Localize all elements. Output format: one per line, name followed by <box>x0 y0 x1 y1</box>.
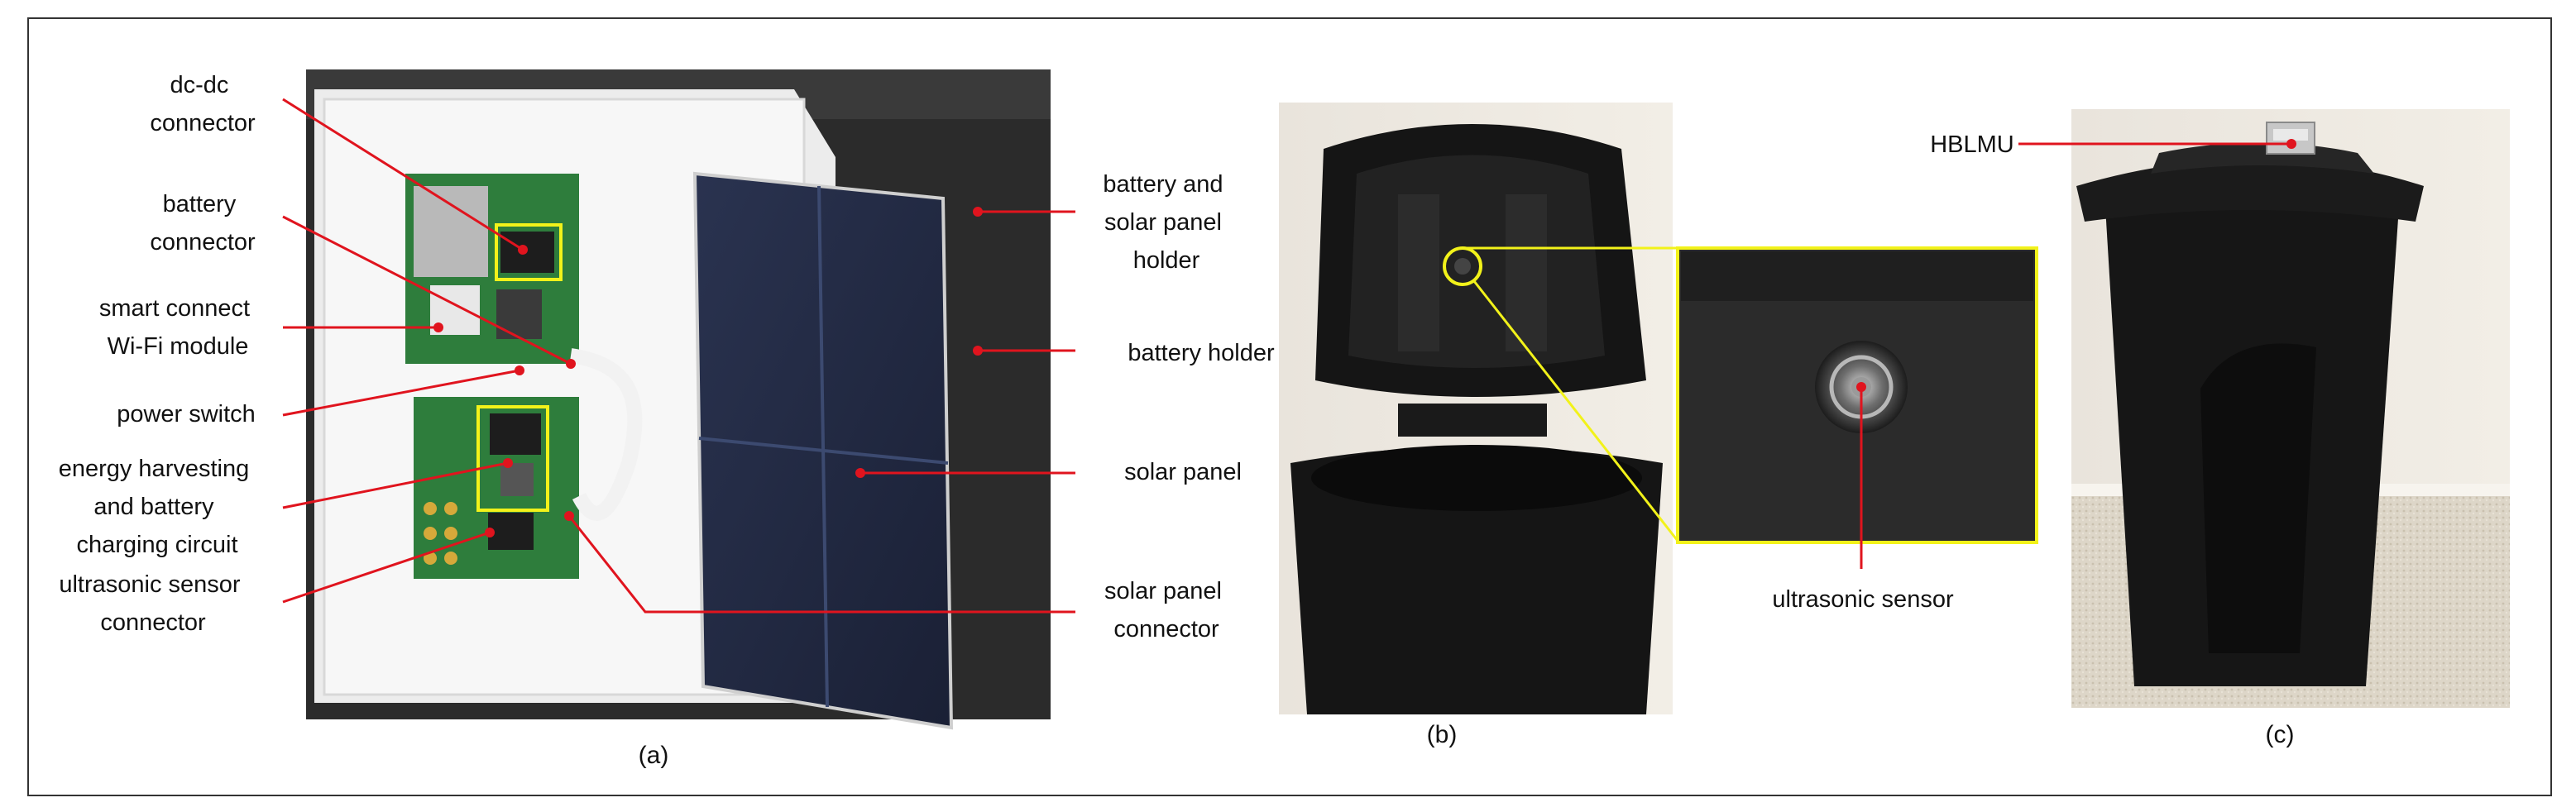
panel-b: ultrasonic sensor (b) <box>1279 103 2038 748</box>
photo-b <box>1279 103 1673 714</box>
label-solar-panel: solar panel <box>1124 459 1242 485</box>
leader-solar-panel-connector <box>567 515 1075 614</box>
figure-frame <box>27 17 2552 796</box>
label-battery-holder: battery holder <box>1128 340 1275 366</box>
caption-a: (a) <box>639 742 669 769</box>
leader-ultrasonic-connector <box>282 531 491 604</box>
caption-c: (c) <box>2266 721 2295 748</box>
label-solar-panel-connector: solar panel connector <box>1104 578 1228 642</box>
leaders-a <box>282 98 1075 614</box>
leader-battery-connector <box>282 215 572 365</box>
label-hblmu: HBLMU <box>1930 131 2014 158</box>
inset-ultrasonic <box>1676 246 2038 544</box>
label-ultrasonic-connector: ultrasonic sensor connector <box>59 571 247 636</box>
panel-c: HBLMU (c) <box>1930 109 2510 748</box>
photo-a <box>306 69 1051 730</box>
label-battery-connector: battery connector <box>150 191 256 256</box>
leader-dc-dc <box>282 98 524 251</box>
caption-b: (b) <box>1427 721 1458 748</box>
panel-a: dc-dc connector battery connector smart … <box>59 69 1275 769</box>
label-wifi-module: smart connect Wi-Fi module <box>99 295 256 360</box>
label-power-switch: power switch <box>117 401 256 427</box>
label-battery-solar-holder: battery and solar panel holder <box>1103 171 1229 274</box>
label-ultrasonic-sensor: ultrasonic sensor <box>1772 586 1954 613</box>
leader-energy <box>282 461 509 509</box>
label-dc-dc-connector: dc-dc connector <box>150 72 256 136</box>
label-energy-harvesting: energy harvesting and battery charging c… <box>59 456 256 558</box>
photo-c <box>2071 109 2510 708</box>
leader-power-switch <box>282 369 520 417</box>
